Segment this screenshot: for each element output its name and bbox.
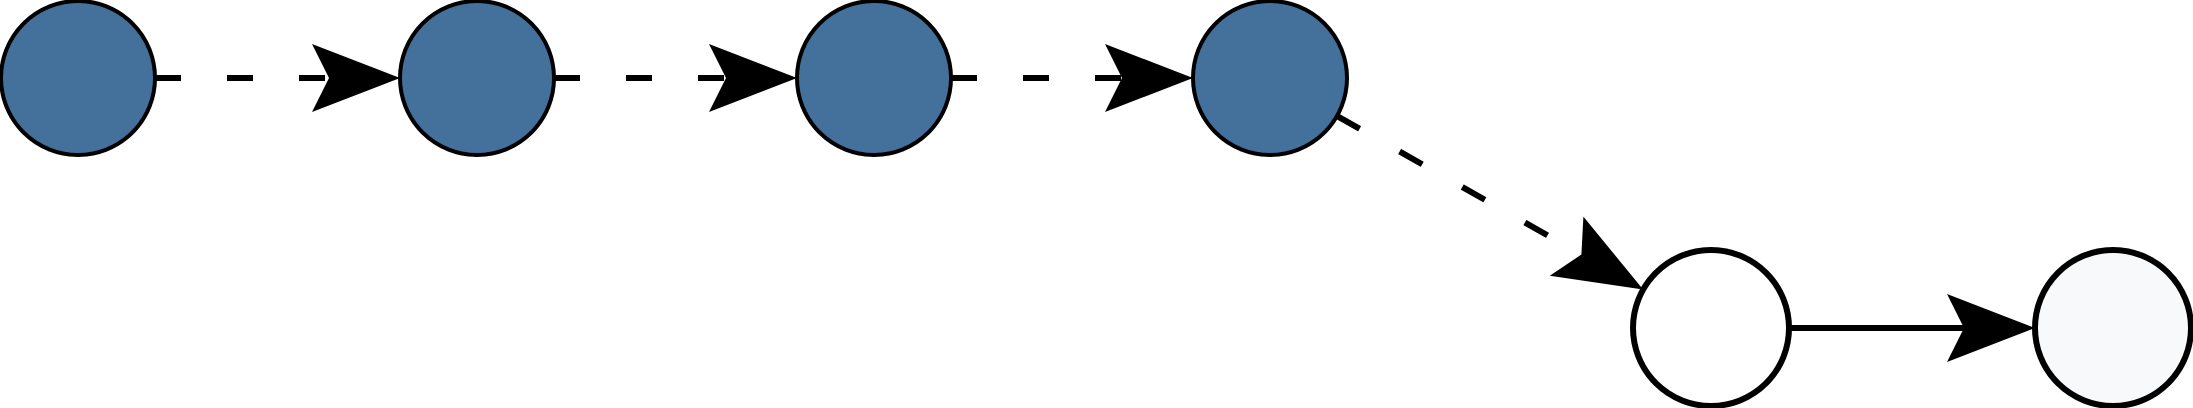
node-6-final: [2032, 247, 2193, 408]
node-2-filled: [398, 0, 556, 157]
edge-line-4: [1335, 113, 1583, 258]
edge-arrowhead-4: [1549, 216, 1644, 290]
node-4-filled: [1191, 0, 1349, 157]
node-3-filled: [795, 0, 953, 157]
node-5-outline: [1630, 247, 1792, 408]
edge-arrowhead-2: [709, 44, 797, 112]
node-1-filled: [0, 0, 157, 157]
edge-arrowhead-1: [312, 44, 400, 112]
edge-arrowhead-3: [1105, 44, 1193, 112]
edges-layer: [155, 44, 2035, 362]
edge-arrowhead-5: [1947, 294, 2035, 362]
